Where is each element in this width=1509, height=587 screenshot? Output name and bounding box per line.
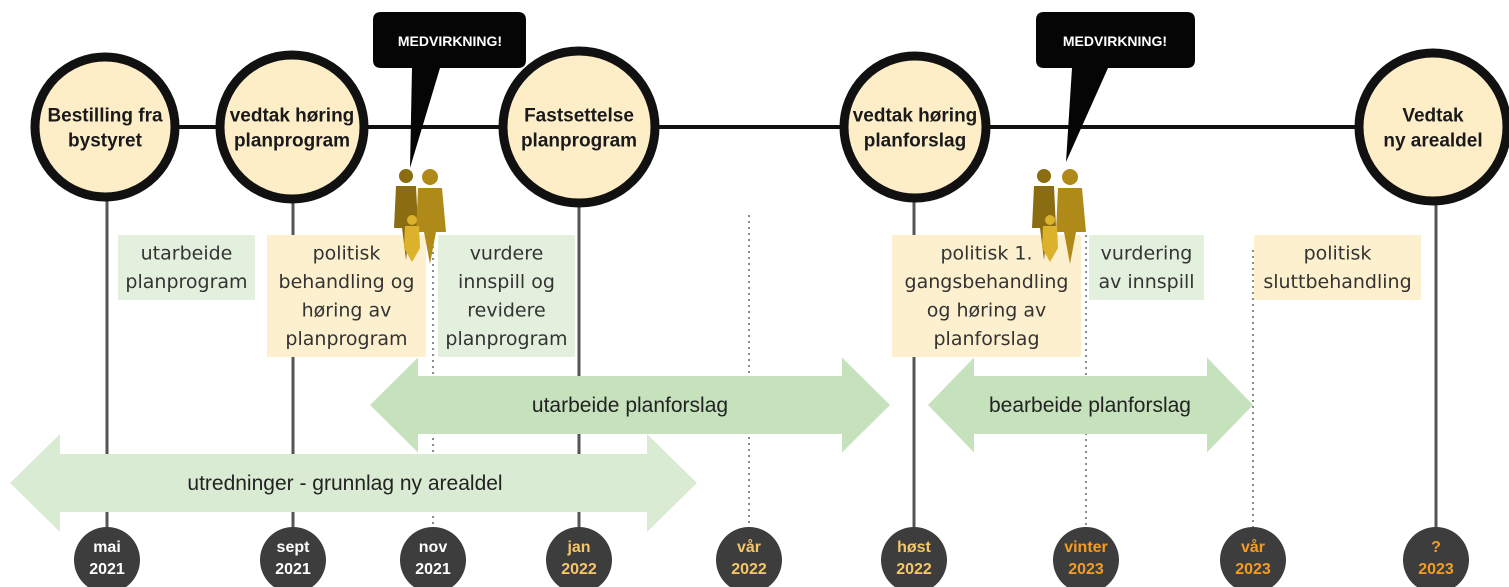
date-label-year: 2021 xyxy=(275,561,311,578)
milestone: vedtak høring planprogram xyxy=(215,50,369,204)
activity-box-line: behandling og xyxy=(279,271,415,293)
date-label-top: høst xyxy=(897,539,931,556)
date-label-top: vår xyxy=(1241,538,1265,556)
activity-box: politisk behandling og høring av planprogra… xyxy=(267,235,426,357)
milestone-label: vedtak høring xyxy=(230,106,355,127)
date-marker: jan 2022 xyxy=(546,527,612,587)
activity-box: vurdering av innspill xyxy=(1089,235,1204,300)
milestone-label: bystyret xyxy=(68,131,143,152)
activity-box-line: politisk xyxy=(313,243,381,265)
milestone: Bestilling fra bystyret xyxy=(30,52,180,202)
date-marker: mai 2021 xyxy=(74,527,140,587)
date-marker: vår 2022 xyxy=(716,527,782,587)
activity-box-line: gangsbehandling xyxy=(905,271,1069,293)
phase-arrow-label: utredninger - grunnlag ny arealdel xyxy=(187,472,502,495)
date-label-top: jan xyxy=(566,539,590,556)
milestone-label: planprogram xyxy=(234,131,350,152)
date-label-year: 2021 xyxy=(89,561,125,578)
phase-arrow: utarbeide planforslag xyxy=(370,357,890,453)
date-label-top: mai xyxy=(93,539,121,556)
people-group-icon xyxy=(394,169,446,264)
date-marker: vår 2023 xyxy=(1220,527,1286,587)
milestone: vedtak høring planforslag xyxy=(839,51,991,203)
date-label-year: 2022 xyxy=(561,561,597,578)
milestones: Bestilling fra bystyret vedtak høring planp… xyxy=(30,46,1509,208)
date-label-top: vinter xyxy=(1064,539,1108,556)
activity-box-line: høring av xyxy=(302,300,392,322)
milestone: Vedtak ny arealdel xyxy=(1354,48,1509,206)
activity-box-line: vurdere xyxy=(470,243,544,265)
phase-arrows: utarbeide planforslag bearbeide planforsl… xyxy=(10,357,1253,532)
milestone-label: Fastsettelse xyxy=(524,106,634,127)
date-label-top: vår xyxy=(737,538,761,556)
activity-box-line: av innspill xyxy=(1098,271,1194,293)
date-marker: nov 2021 xyxy=(400,527,466,587)
activity-box-line: revidere xyxy=(467,300,545,322)
activity-box-line: innspill og xyxy=(458,271,555,293)
callout-label: MEDVIRKNING! xyxy=(398,33,502,49)
medvirkning-callout-1: MEDVIRKNING! xyxy=(373,12,526,168)
phase-arrow-label: utarbeide planforslag xyxy=(532,394,728,417)
activity-box: politisk 1. gangsbehandling og høring av pl… xyxy=(892,235,1081,357)
activity-box-line: sluttbehandling xyxy=(1263,271,1411,293)
date-marker: vinter 2023 xyxy=(1053,527,1119,587)
date-label-top: nov xyxy=(419,539,448,556)
date-label-year: 2021 xyxy=(415,561,451,578)
milestone-label: vedtak høring xyxy=(853,106,978,127)
activity-box-line: planprogram xyxy=(125,271,247,293)
medvirkning-callout-2: MEDVIRKNING! xyxy=(1036,12,1195,162)
activity-box-line: utarbeide xyxy=(141,243,233,265)
date-label-year: 2022 xyxy=(731,561,767,578)
activity-boxes: utarbeide planprogram politisk behandling o… xyxy=(118,235,1421,357)
people-group-icon xyxy=(1032,169,1086,264)
callout-label: MEDVIRKNING! xyxy=(1063,33,1167,49)
phase-arrow-label: bearbeide planforslag xyxy=(989,394,1191,417)
activity-box: politisk sluttbehandling xyxy=(1254,235,1421,300)
date-label-top: ? xyxy=(1431,539,1441,556)
activity-box-line: vurdering xyxy=(1101,243,1193,265)
date-label-year: 2023 xyxy=(1068,561,1104,578)
activity-box-line: planprogram xyxy=(285,328,407,350)
activity-box-line: planforslag xyxy=(933,328,1039,350)
milestone-label: Vedtak xyxy=(1402,106,1464,127)
date-marker: høst 2022 xyxy=(881,527,947,587)
activity-box-line: politisk xyxy=(1304,243,1372,265)
date-marker: ? 2023 xyxy=(1403,527,1469,587)
milestone: Fastsettelse planprogram xyxy=(498,46,660,208)
date-label-year: 2023 xyxy=(1418,561,1454,578)
date-marker: sept 2021 xyxy=(260,527,326,587)
activity-box-line: og høring av xyxy=(927,300,1047,322)
activity-box: vurdere innspill og revidere planprogram xyxy=(438,235,575,357)
milestone-label: planforslag xyxy=(864,131,966,152)
date-label-top: sept xyxy=(277,539,311,556)
date-label-year: 2023 xyxy=(1235,561,1271,578)
date-label-year: 2022 xyxy=(896,561,932,578)
phase-arrow: utredninger - grunnlag ny arealdel xyxy=(10,434,697,532)
activity-box: utarbeide planprogram xyxy=(118,235,255,300)
milestone-label: planprogram xyxy=(521,131,637,152)
date-markers: mai2021sept2021nov2021jan2022vår2022høst… xyxy=(74,527,1469,587)
milestone-label: Bestilling fra xyxy=(47,106,163,127)
milestone-label: ny arealdel xyxy=(1383,131,1482,152)
phase-arrow: bearbeide planforslag xyxy=(928,357,1253,453)
activity-box-line: politisk 1. xyxy=(940,243,1032,265)
activity-box-line: planprogram xyxy=(445,328,567,350)
